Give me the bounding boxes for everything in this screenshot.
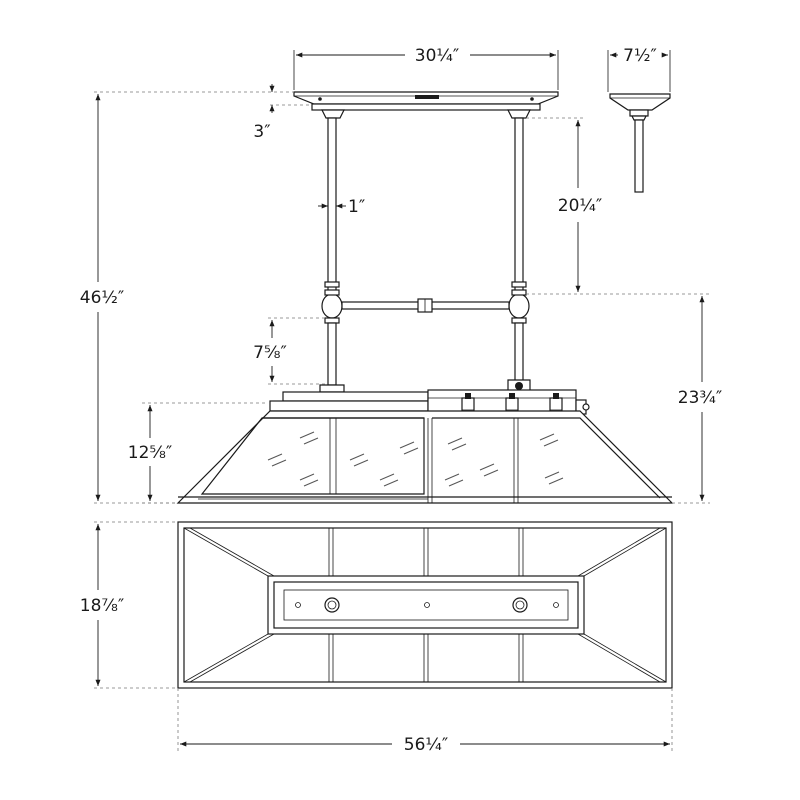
label-overall-height: 46½″ [80,288,124,308]
glass-reflection-marks [267,431,564,487]
side-view [609,93,671,193]
light-sockets [461,393,563,419]
label-canopy-height: 3″ [253,122,270,142]
label-upper-stem-length: 20¼″ [558,196,602,216]
label-stem-diameter: 1″ [348,197,365,217]
label-shade-height: 12⅝″ [128,443,172,463]
canopy-mount-holes [295,597,559,613]
label-canopy-width: 30¼″ [415,46,459,66]
front-elevation [176,91,674,504]
dimension-labels: 30¼″ 7½″ 3″ 1″ 20¼″ 46½″ 7⅝″ 12⅝″ 23¾″ 1… [80,46,722,755]
plan-view [177,521,673,689]
label-lower-stem-length: 7⅝″ [253,343,287,363]
dimension-lines [95,52,705,747]
label-body-height: 23¾″ [678,388,722,408]
shade-body [176,410,674,504]
crossbar-assembly [321,289,530,324]
extension-lines [94,50,710,752]
label-canopy-side-width: 7½″ [623,46,657,66]
lower-stems [319,322,531,393]
canopy [293,91,559,119]
label-depth: 18⅞″ [80,596,124,616]
label-overall-width: 56¼″ [404,735,448,755]
